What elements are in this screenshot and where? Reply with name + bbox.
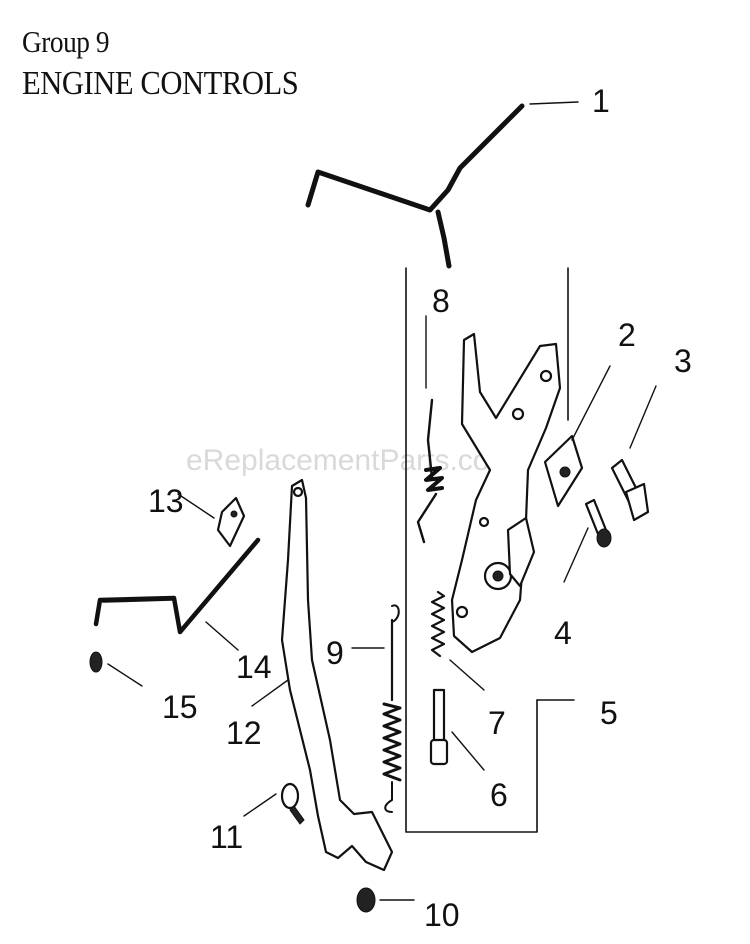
callout-8: 8 — [432, 283, 450, 319]
washer-part — [89, 651, 143, 687]
bracket-part — [543, 365, 611, 508]
group-label: Group 9 — [22, 24, 110, 59]
section-title: ENGINE CONTROLS — [22, 65, 299, 102]
callout-3: 3 — [674, 343, 692, 379]
callout-1: 1 — [592, 83, 610, 119]
callout-14: 14 — [236, 649, 272, 685]
callout-15: 15 — [162, 689, 198, 725]
throttle-rod-part — [305, 101, 579, 269]
callout-10: 10 — [424, 897, 460, 933]
title-block: Group 9 ENGINE CONTROLS — [22, 22, 329, 106]
screw-part — [563, 498, 612, 583]
control-lever-part — [251, 478, 394, 872]
callout-12: 12 — [226, 715, 262, 751]
control-plate-part — [450, 332, 562, 654]
small-spring-part — [430, 590, 485, 691]
small-screw-part — [243, 782, 305, 825]
callout-2: 2 — [618, 317, 636, 353]
callout-5: 5 — [600, 695, 618, 731]
choke-rod-part — [93, 537, 261, 651]
callout-11: 11 — [210, 819, 243, 855]
callout-7: 7 — [488, 705, 506, 741]
callout-4: 4 — [554, 615, 572, 651]
watermark: eReplacementParts.com — [186, 444, 514, 477]
assembly-bracket — [405, 267, 575, 833]
torsion-spring-part — [416, 315, 444, 544]
clip-part — [177, 493, 246, 548]
callout-6: 6 — [490, 777, 508, 813]
long-bolt-part — [429, 688, 485, 771]
callout-9: 9 — [326, 635, 344, 671]
nut-part — [356, 887, 415, 913]
callout-13: 13 — [148, 483, 184, 519]
bolt-part — [610, 385, 657, 522]
extension-spring-part — [351, 604, 402, 813]
